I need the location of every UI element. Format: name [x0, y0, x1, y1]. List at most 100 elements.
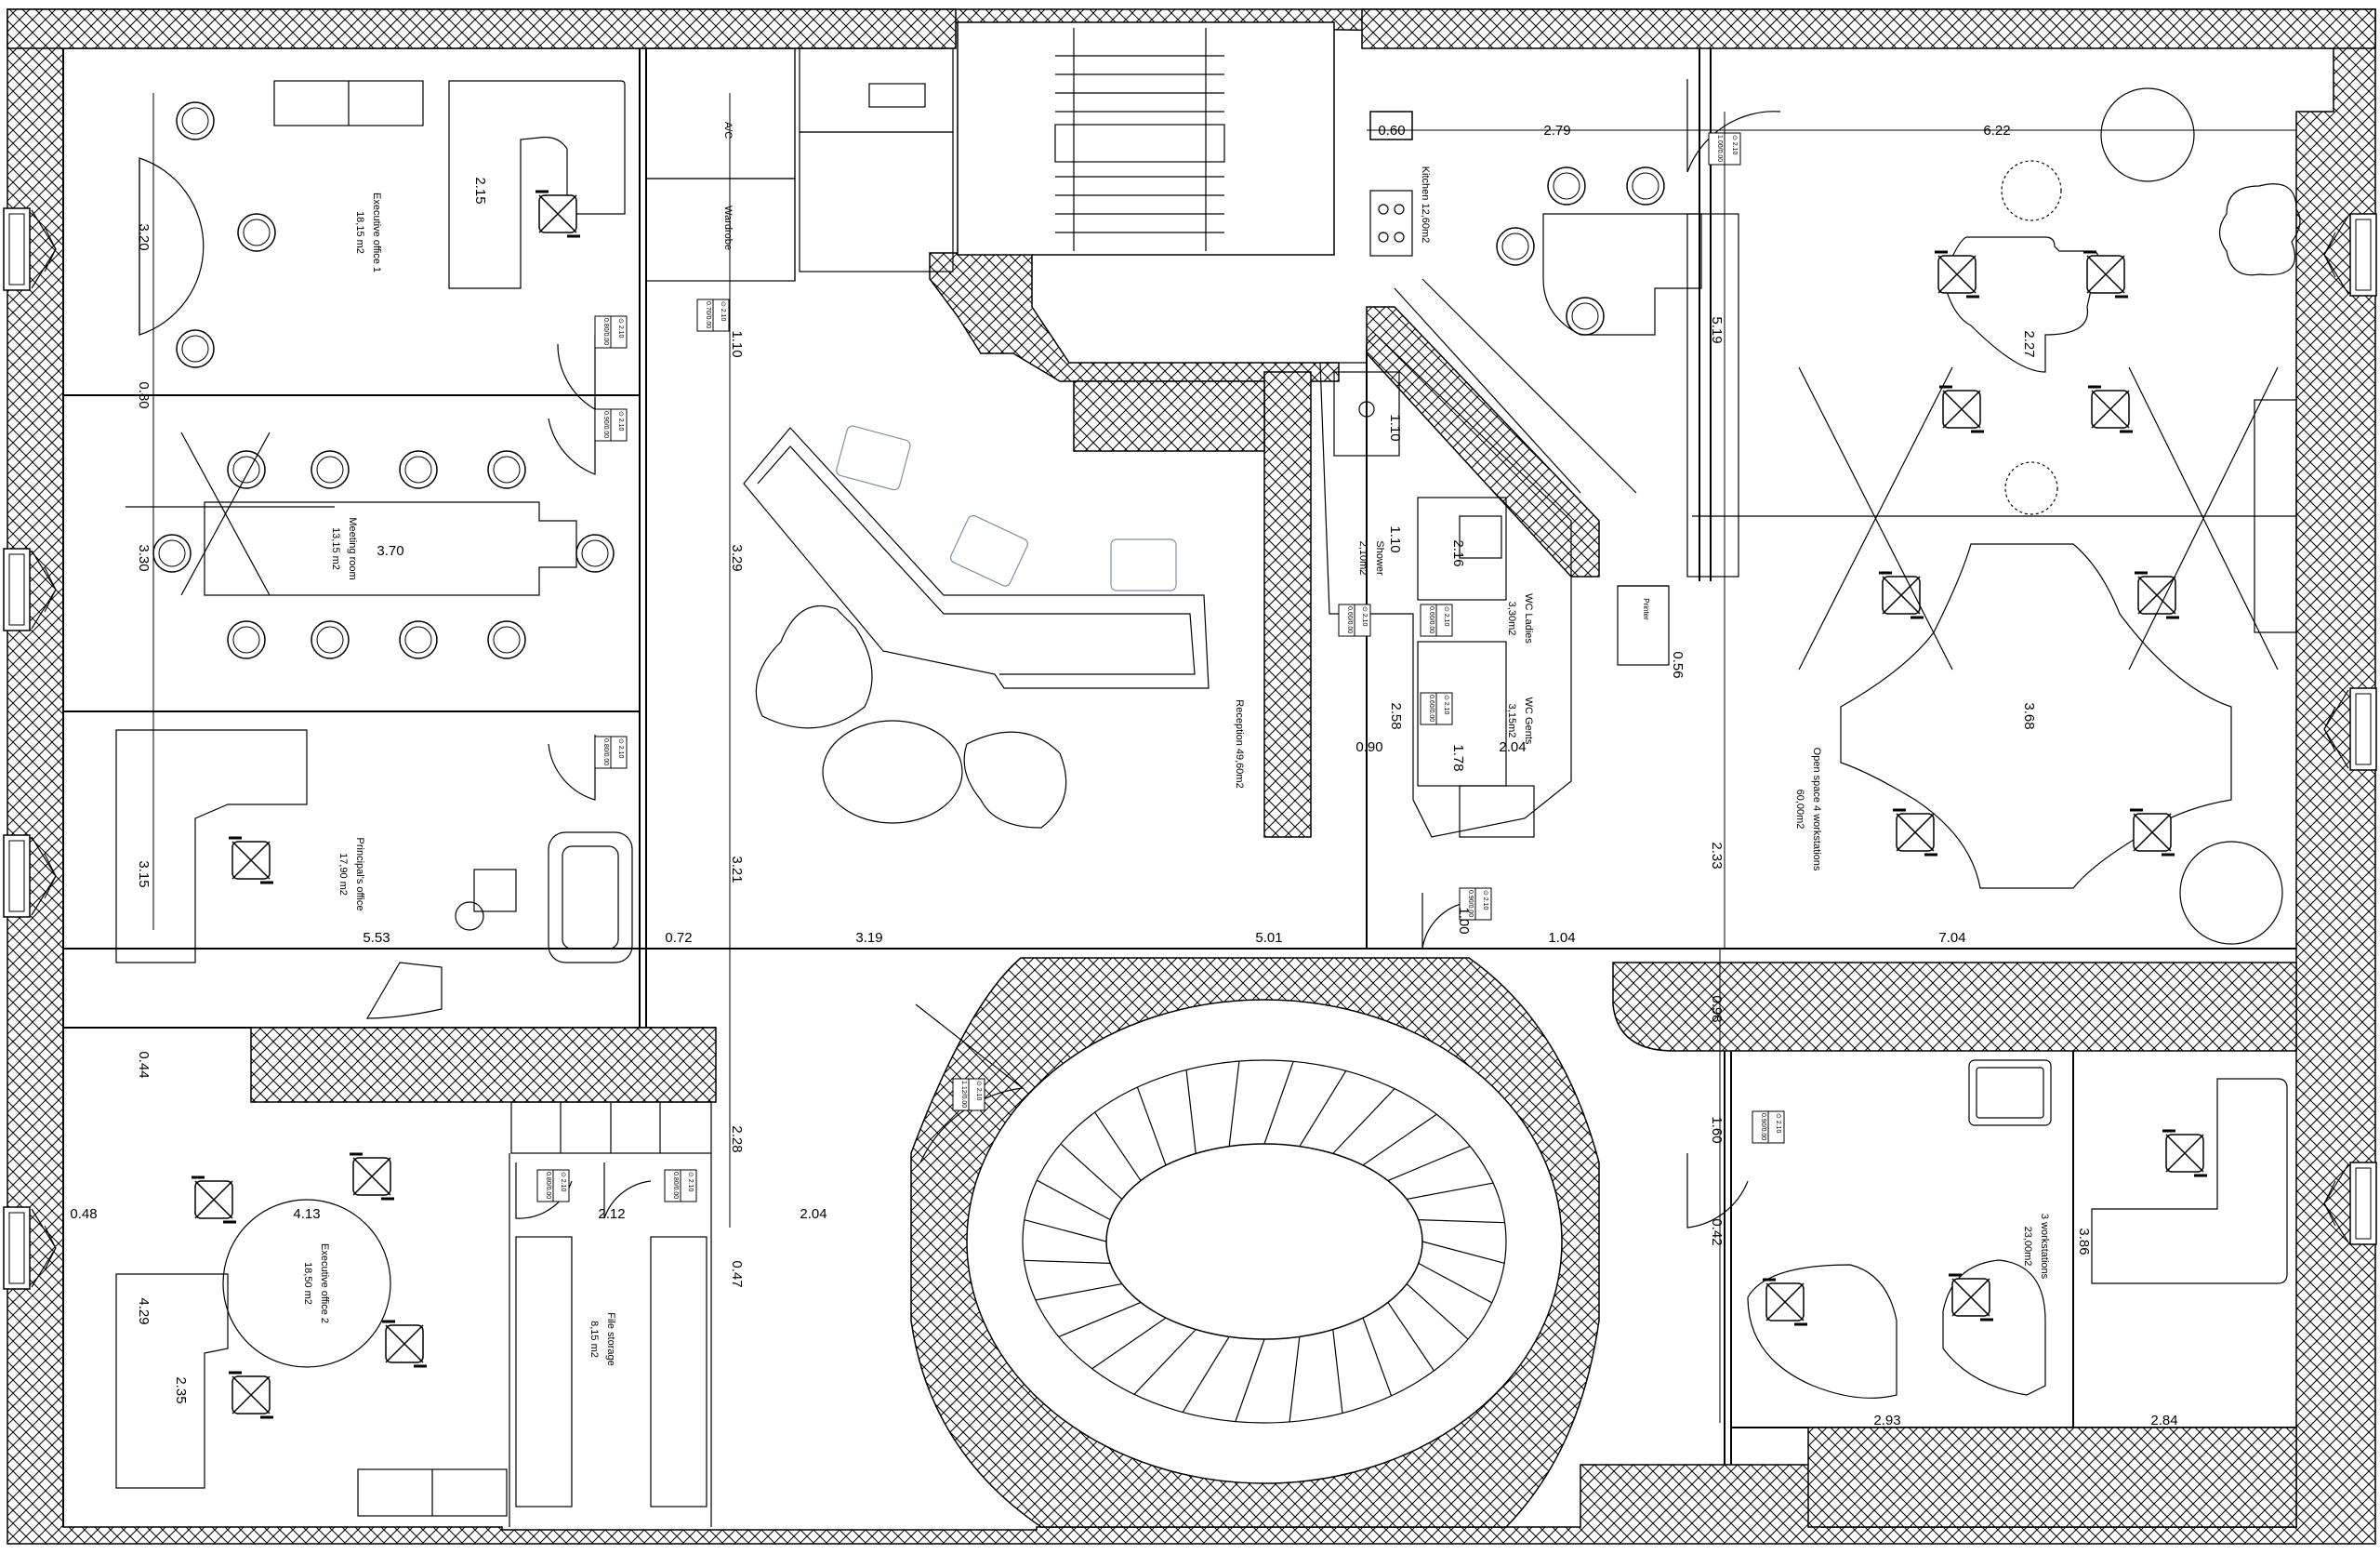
stair-tread	[1387, 1302, 1435, 1372]
executive-office-2	[115, 1152, 508, 1517]
area-principals-office: 17,90 m2	[337, 853, 349, 896]
dim: 1.78	[1450, 744, 1466, 771]
spiral-staircase	[966, 999, 1563, 1484]
label-file-storage: File storage	[605, 1312, 616, 1365]
svg-text:0.70/0.00: 0.70/0.00	[705, 301, 711, 328]
svg-text:0.90/0.00: 0.90/0.00	[602, 411, 609, 438]
dim: 0.90	[1355, 739, 1382, 755]
dim: 5.19	[1709, 316, 1725, 343]
area-executive-office-2: 18,50 m2	[302, 1262, 313, 1305]
svg-text:⊙ 2.10: ⊙ 2.10	[1775, 1113, 1781, 1134]
svg-text:⊙ 2.10: ⊙ 2.10	[1361, 606, 1368, 627]
office-chair-icon	[348, 1152, 396, 1201]
dim: 2.12	[598, 1206, 625, 1222]
dim: 3.68	[2021, 702, 2037, 729]
office-chair-icon	[380, 1320, 429, 1368]
bottom-right-wall	[1807, 1427, 2297, 1528]
lower-right-wall	[1612, 962, 2297, 1052]
dim: 2.04	[800, 1206, 826, 1222]
room-labels: Executive office 1 18,15 m2 Meeting room…	[302, 122, 2050, 1366]
svg-text:0.60/0.00: 0.60/0.00	[1428, 606, 1435, 633]
reception	[743, 425, 1210, 829]
stair-tread	[1418, 1219, 1505, 1224]
svg-text:0.90/0.00: 0.90/0.00	[1760, 1113, 1766, 1140]
svg-text:0.90/0.00: 0.90/0.00	[1467, 890, 1474, 917]
three-workstations	[1747, 1059, 2288, 1399]
dim: 3.86	[2076, 1228, 2092, 1255]
area-three-workstations: 23,00m2	[2022, 1227, 2033, 1267]
stair-tread	[1182, 1336, 1230, 1413]
stair-tread	[1136, 1086, 1167, 1166]
office-chair-icon	[2128, 808, 2176, 857]
office-chair-icon	[2082, 250, 2130, 299]
stair-tread	[1418, 1262, 1493, 1304]
label-executive-office-1: Executive office 1	[371, 193, 382, 272]
dim: 6.22	[1983, 123, 2010, 139]
svg-text:0.60/0.00: 0.60/0.00	[1346, 606, 1353, 633]
svg-text:1.12/0.00: 1.12/0.00	[960, 1081, 967, 1108]
area-shower: 2,10m2	[1357, 541, 1368, 576]
top-wall-left	[7, 8, 957, 49]
svg-text:⊙ 2.10: ⊙ 2.10	[617, 318, 624, 339]
stair-tread	[1332, 1329, 1343, 1414]
dim: 3.20	[136, 223, 152, 250]
stair-tread	[1421, 1241, 1505, 1264]
label-wardrobe: Wardrobe	[722, 206, 734, 250]
stair-tread	[1407, 1182, 1494, 1201]
stair-tread	[1299, 1070, 1347, 1147]
dim: 2.27	[2021, 330, 2037, 357]
dim: 5.01	[1255, 930, 1282, 946]
top-wall-right	[1361, 8, 2376, 49]
dim: 3.21	[729, 856, 745, 883]
label-reception: Reception 49,60m2	[1234, 699, 1245, 788]
dim: 3.30	[136, 544, 152, 571]
dim: 4.29	[136, 1297, 152, 1324]
stair-tread	[1035, 1282, 1122, 1301]
staircase-top	[957, 21, 1335, 452]
office-chair-icon	[534, 190, 582, 238]
dim: 1.10	[1387, 414, 1403, 441]
stair-tread	[1185, 1069, 1197, 1154]
dimension-labels: 3.20 2.15 0.80 3.30 3.70 3.15 5.53 0.72 …	[70, 123, 2177, 1428]
dim: 2.16	[1450, 539, 1466, 566]
label-wc-gents: WC Gents	[1523, 697, 1534, 745]
stair-tread	[1387, 1145, 1471, 1182]
office-chair-icon	[227, 836, 275, 884]
office-chair-icon	[190, 1175, 238, 1224]
executive-office-1	[139, 80, 626, 368]
office-chair-icon	[2161, 1129, 2209, 1177]
svg-text:⊙ 2.10: ⊙ 2.10	[1482, 890, 1488, 910]
svg-text:⊙ 2.10: ⊙ 2.10	[617, 411, 624, 432]
label-shower: Shower	[1374, 540, 1385, 576]
label-executive-office-2: Executive office 2	[319, 1243, 330, 1323]
stair-tread	[1263, 1061, 1294, 1145]
dim: 7.04	[1938, 930, 1965, 946]
svg-text:0.80/0.00: 0.80/0.00	[602, 738, 609, 765]
stair-tread	[1036, 1179, 1111, 1221]
office-chair-icon	[1933, 250, 1981, 299]
area-meeting-room: 13,15 m2	[330, 527, 341, 570]
svg-text:0.80/0.00: 0.80/0.00	[545, 1172, 551, 1199]
dim: 0.47	[729, 1260, 745, 1287]
area-file-storage: 8,15 m2	[588, 1321, 600, 1358]
label-wc-ladies: WC Ladies	[1523, 593, 1534, 644]
stair-tread	[1228, 1060, 1240, 1147]
dim: 2.04	[1499, 739, 1526, 755]
dim: 0.72	[665, 930, 692, 946]
dim: 0.42	[1709, 1218, 1725, 1245]
dim: 1.04	[1548, 930, 1575, 946]
kitchen	[1369, 111, 1739, 578]
office-chair-icon	[227, 1371, 275, 1419]
reception-column	[1263, 371, 1312, 838]
label-kitchen: Kitchen 12,60m2	[1420, 166, 1431, 244]
dim: 3.15	[136, 860, 152, 887]
dim: 3.19	[855, 930, 882, 946]
svg-text:0.80/0.00: 0.80/0.00	[672, 1172, 679, 1199]
label-ac: A/C	[722, 122, 734, 139]
dim: 0.98	[1709, 995, 1725, 1022]
svg-text:⊙ 2.10: ⊙ 2.10	[1443, 695, 1449, 715]
svg-text:⊙ 2.10: ⊙ 2.10	[617, 738, 624, 759]
label-three-workstations: 3 workstations	[2039, 1214, 2050, 1280]
wc-block	[1319, 334, 1670, 838]
dim: 2.15	[472, 177, 488, 204]
